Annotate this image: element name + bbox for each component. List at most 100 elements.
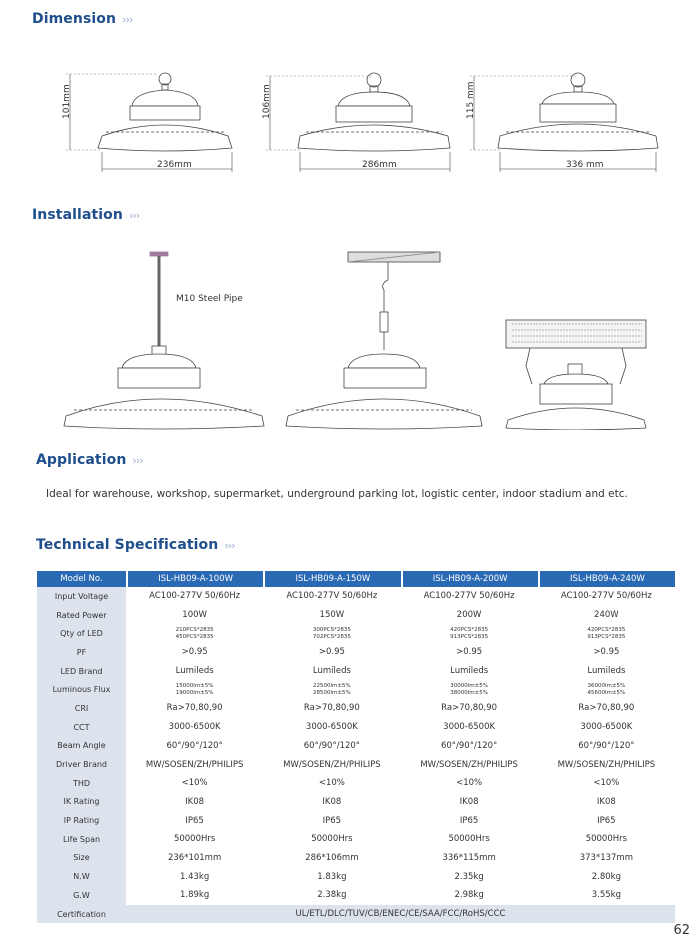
cell-value: 60°/90°/120°	[537, 736, 675, 756]
dim-height-100w: 101mm	[62, 84, 72, 119]
cell-value: 2.98kg	[400, 886, 538, 905]
cell-value: IP65	[537, 811, 675, 830]
cell-line: 19000lm±5%	[175, 689, 214, 696]
row-label: CRI	[37, 699, 126, 718]
section-title-tech-spec: Technical Specification ›››	[36, 537, 236, 553]
cell-line: 913PCS*2835	[450, 633, 489, 640]
cell-value: Lumileds	[126, 661, 264, 681]
row-label: Qty of LED	[37, 624, 126, 644]
section-title-text: Dimension	[32, 11, 117, 27]
table-row: THD<10%<10%<10%<10%	[37, 773, 675, 793]
section-title-text: Technical Specification	[36, 537, 219, 553]
cell-value: 2.38kg	[263, 886, 401, 905]
cell-value: <10%	[537, 773, 675, 793]
cell-value: 100W	[126, 605, 264, 625]
cell-value: Ra>70,80,90	[263, 699, 401, 718]
pipe-label: M10 Steel Pipe	[176, 294, 243, 304]
dimension-figure-100w: 101mm 236mm	[62, 62, 247, 177]
cell-line: 450PCS*2835	[175, 633, 214, 640]
cell-value: AC100-277V 50/60Hz	[400, 587, 538, 606]
cell-value: 50000Hrs	[400, 829, 538, 849]
cell-value: AC100-277V 50/60Hz	[537, 587, 675, 606]
row-label: N.W	[37, 867, 126, 886]
row-label: PF	[37, 643, 126, 662]
cell-line: 300PCS*2835	[312, 626, 351, 633]
cell-line: 420PCS*2835	[587, 626, 626, 633]
cell-value: <10%	[400, 773, 538, 793]
dim-width-100w: 236mm	[157, 160, 192, 170]
cell-value: 3000-6500K	[126, 717, 264, 737]
row-label: Luminous Flux	[37, 680, 126, 700]
cell-value: Lumileds	[263, 661, 401, 681]
cell-value: >0.95	[537, 643, 675, 662]
header-model: ISL-HB09-A-150W	[263, 571, 401, 587]
cell-value: 2.35kg	[400, 867, 538, 886]
cell-line: 36000lm±5%	[587, 682, 626, 689]
row-label: Beam Angle	[37, 736, 126, 756]
section-title-installation: Installation›››	[32, 207, 140, 223]
cell-value: 2.80kg	[537, 867, 675, 886]
installation-pipe-figure	[62, 250, 272, 430]
cell-value: IK08	[263, 792, 401, 812]
row-label: CCT	[37, 717, 126, 737]
dimension-figure-200w: 115 mm 336 mm	[466, 62, 666, 177]
cell-value: 36000lm±5%45600lm±5%	[537, 680, 675, 700]
chevron-right-icon: ›››	[224, 539, 235, 552]
cell-line: 30000lm±5%	[450, 682, 488, 689]
cell-value: 150W	[263, 605, 401, 625]
cell-line: 420PCS*2835	[450, 626, 489, 633]
cell-value: 3000-6500K	[263, 717, 401, 737]
spec-header-row: Model No. ISL-HB09-A-100W ISL-HB09-A-150…	[37, 571, 675, 587]
cell-value: 22500lm±5%28500lm±5%	[263, 680, 401, 700]
section-title-text: Installation	[32, 207, 123, 223]
cell-value: >0.95	[126, 643, 264, 662]
cell-value: MW/SOSEN/ZH/PHILIPS	[263, 755, 401, 774]
cell-value: Ra>70,80,90	[537, 699, 675, 718]
cell-value: IK08	[400, 792, 538, 812]
cell-value: >0.95	[263, 643, 401, 662]
row-label: LED Brand	[37, 661, 126, 681]
cell-value: 60°/90°/120°	[263, 736, 401, 756]
chevron-right-icon: ›››	[132, 454, 143, 467]
cell-value: MW/SOSEN/ZH/PHILIPS	[537, 755, 675, 774]
cell-value: 50000Hrs	[126, 829, 264, 849]
cell-value: IP65	[263, 811, 401, 830]
cell-value: AC100-277V 50/60Hz	[126, 587, 264, 606]
dimension-figure-150w: 106mm 286mm	[262, 62, 462, 177]
cell-value: <10%	[263, 773, 401, 793]
cell-value: IK08	[126, 792, 264, 812]
header-model-label: Model No.	[37, 571, 126, 587]
cell-value: AC100-277V 50/60Hz	[263, 587, 401, 606]
cell-line: 913PCS*2835	[587, 633, 626, 640]
cell-value: IK08	[537, 792, 675, 812]
section-title-application: Application›››	[36, 452, 144, 468]
row-label: Size	[37, 848, 126, 868]
cell-value: 336*115mm	[400, 848, 538, 868]
cell-value: 60°/90°/120°	[126, 736, 264, 756]
cell-value: 1.83kg	[263, 867, 401, 886]
cell-line: 210PCS*2835	[175, 626, 214, 633]
cell-value: 50000Hrs	[537, 829, 675, 849]
cell-line: 22500lm±5%	[313, 682, 351, 689]
certification-value: UL/ETL/DLC/TUV/CB/ENEC/CE/SAA/FCC/RoHS/C…	[126, 904, 675, 924]
cell-value: IP65	[400, 811, 538, 830]
cell-value: IP65	[126, 811, 264, 830]
table-row: PF>0.95>0.95>0.95>0.95	[37, 643, 675, 662]
header-model: ISL-HB09-A-200W	[400, 571, 538, 587]
cell-value: 200W	[400, 605, 538, 625]
cell-value: 240W	[537, 605, 675, 625]
cell-value: Lumileds	[537, 661, 675, 681]
header-model: ISL-HB09-A-240W	[537, 571, 675, 587]
chevron-right-icon: ›››	[122, 13, 133, 26]
